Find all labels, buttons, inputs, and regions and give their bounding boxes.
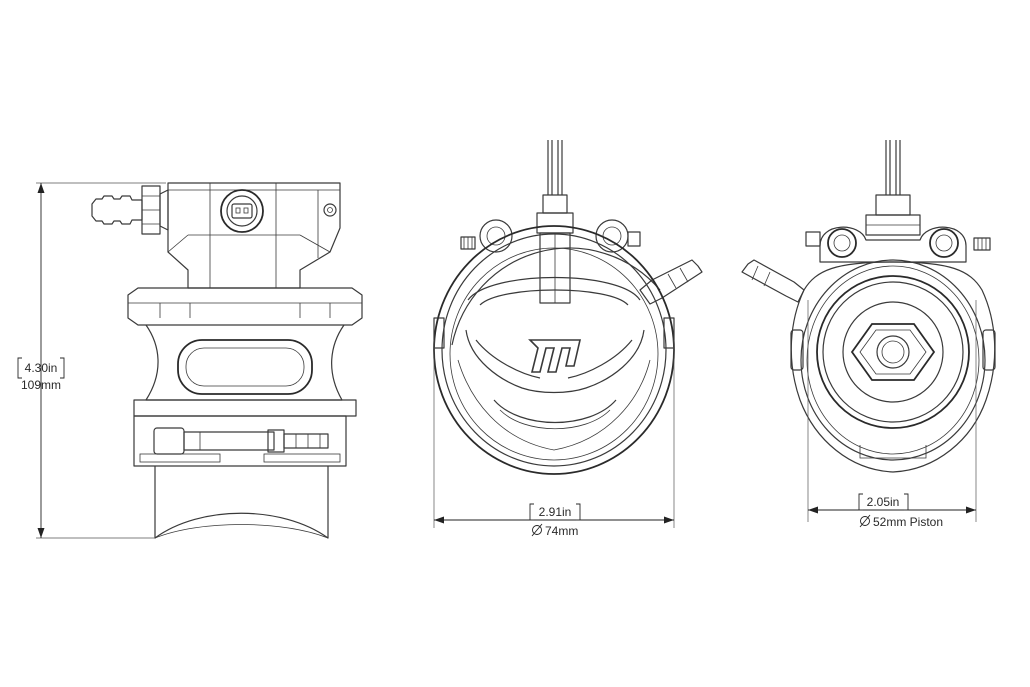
height-metric: 109mm bbox=[21, 378, 61, 392]
height-label: 4.30in 109mm bbox=[17, 357, 65, 392]
rear-hose-barb bbox=[741, 259, 805, 303]
front-diameter-dimension bbox=[433, 340, 675, 528]
height-imperial: 4.30in bbox=[25, 361, 58, 375]
front-inner-valve bbox=[457, 277, 651, 451]
piston-imperial: 2.05in bbox=[867, 495, 900, 509]
diameter-symbol-icon bbox=[531, 523, 543, 537]
piston-dimension bbox=[807, 300, 977, 522]
side-view bbox=[91, 182, 363, 539]
diameter-label: 2.91in 74mm bbox=[529, 503, 581, 538]
side-top-cap bbox=[167, 182, 341, 289]
piston-label: 2.05in 52mm Piston bbox=[858, 493, 943, 529]
rear-wire-connector bbox=[865, 140, 921, 236]
height-dimension bbox=[36, 182, 166, 539]
diameter-metric: 74mm bbox=[545, 524, 578, 538]
side-pipe bbox=[154, 466, 329, 539]
rear-hex-nut bbox=[850, 323, 936, 381]
side-flange bbox=[127, 287, 363, 326]
piston-metric: 52mm Piston bbox=[873, 515, 943, 529]
front-wire-connector bbox=[536, 140, 574, 304]
front-logo-icon bbox=[528, 339, 582, 373]
side-clamp bbox=[133, 415, 347, 467]
rear-view bbox=[741, 140, 996, 473]
piston-diameter-symbol-icon bbox=[859, 514, 871, 528]
rear-lugs bbox=[819, 226, 967, 263]
rear-body bbox=[790, 259, 996, 473]
front-hose-barb bbox=[639, 259, 703, 305]
side-body bbox=[133, 324, 357, 417]
front-view bbox=[433, 140, 703, 475]
side-hose-barb bbox=[91, 185, 169, 235]
diameter-imperial: 2.91in bbox=[539, 505, 572, 519]
